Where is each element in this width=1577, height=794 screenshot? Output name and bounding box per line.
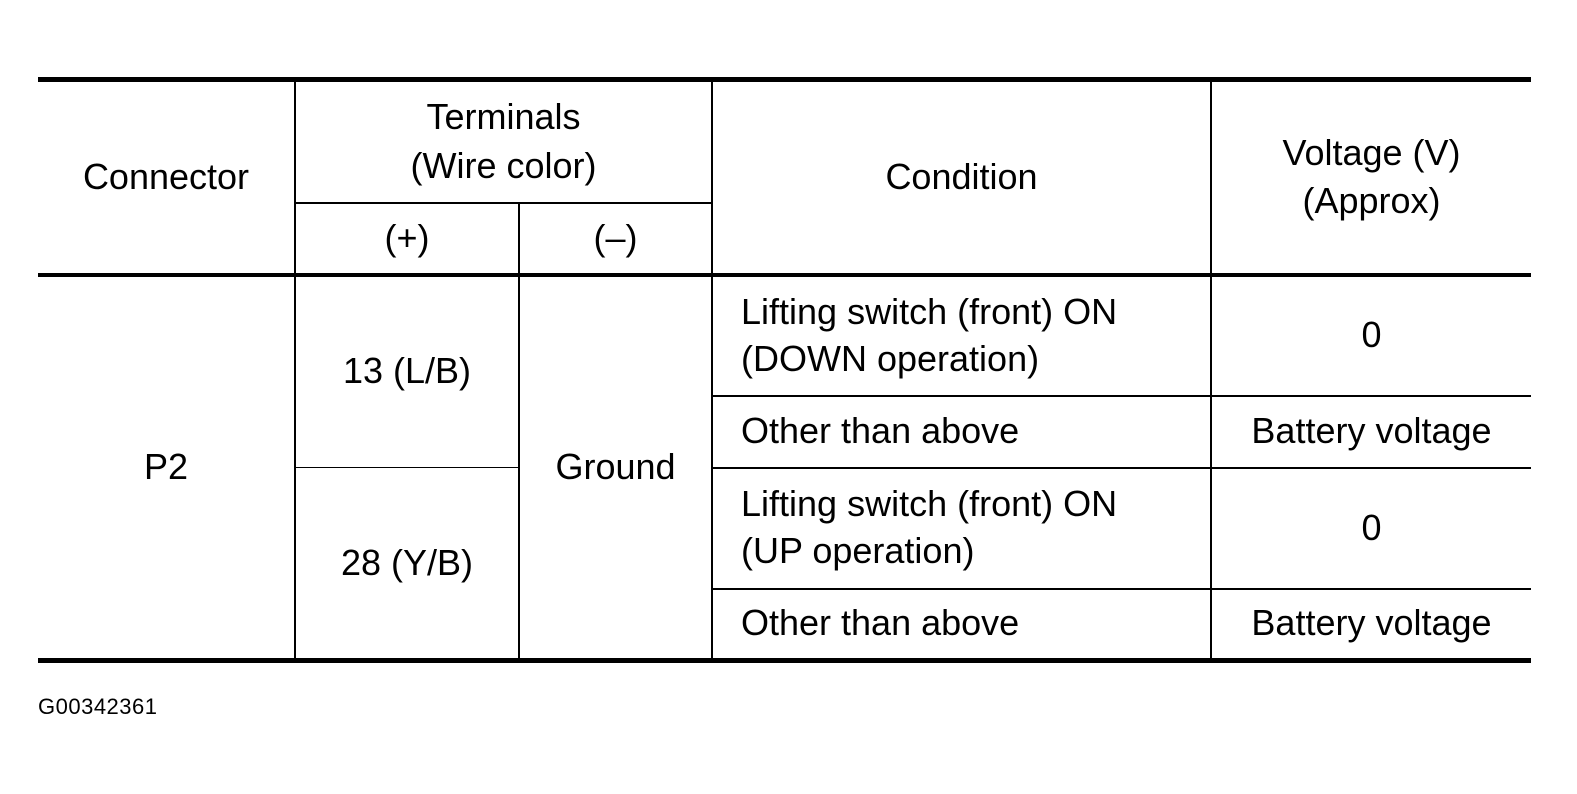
header-condition: Condition [711,77,1212,277]
condition-cell: Lifting switch (front) ON (UP operation) [711,466,1212,590]
connector-cell: P2 [38,273,296,663]
ground-cell: Ground [518,273,713,663]
voltage-cell: Battery voltage [1210,587,1531,663]
figure-code: G00342361 [38,694,158,719]
header-connector: Connector [38,77,296,277]
condition-cell: Other than above [712,394,1212,469]
header-voltage: Voltage (V) (Approx) [1210,77,1531,277]
condition-cell: Lifting switch (front) ON (DOWN operatio… [711,273,1212,397]
condition-cell: Other than above [712,587,1212,663]
voltage-cell: 0 [1210,273,1531,397]
table-row: Other than above Battery voltage [38,587,1531,663]
terminal-voltage-table: Connector Terminals (Wire color) Conditi… [38,77,1531,663]
table-row: P2 13 (L/B) Ground Lifting switch (front… [38,273,1531,663]
header-terminal-minus: (–) [518,201,713,277]
header-terminal-plus: (+) [294,201,520,277]
terminal-cell: 13 (L/B) [294,273,520,468]
header-terminals: Terminals (Wire color) [294,77,713,204]
terminal-cell: 28 (Y/B) [294,467,520,663]
voltage-cell: Battery voltage [1210,394,1531,469]
table-row: Other than above Battery voltage [38,394,1531,469]
table-row: 28 (Y/B) Lifting switch (front) ON (UP o… [38,466,1531,663]
voltage-cell: 0 [1210,466,1531,590]
